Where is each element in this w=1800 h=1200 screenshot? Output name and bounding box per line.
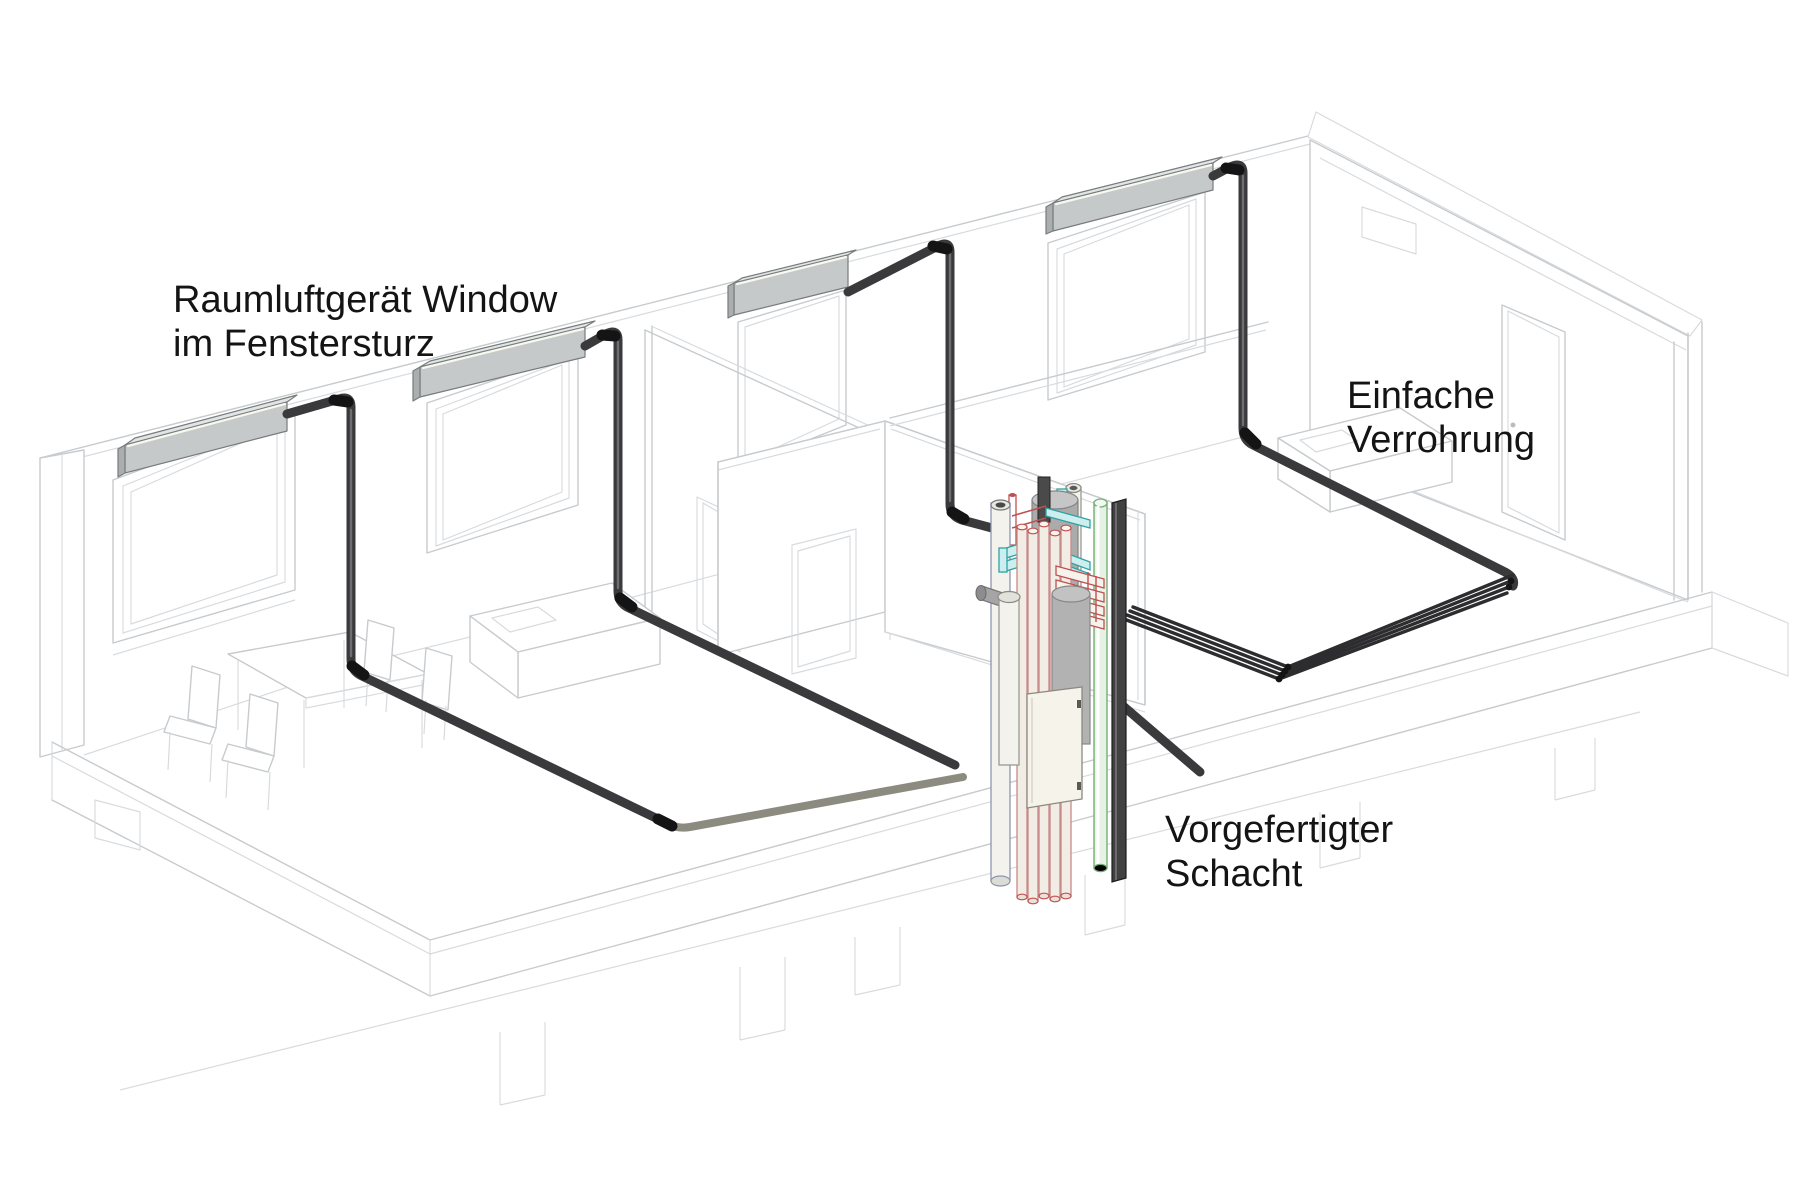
shaft bbox=[975, 476, 1127, 905]
window-unit-4 bbox=[1045, 156, 1223, 235]
window-unit-1 bbox=[117, 394, 298, 478]
label-piping-line1: Einfache bbox=[1347, 375, 1495, 417]
pipe-route-2 bbox=[580, 327, 960, 770]
window-4 bbox=[1047, 191, 1206, 401]
labels: Raumluftgerät Window im Fenstersturz Ein… bbox=[173, 279, 1535, 895]
pipe-route-4 bbox=[1117, 160, 1519, 777]
dining-chair bbox=[363, 619, 395, 713]
bed-middle-room bbox=[469, 582, 661, 699]
slab-left-foot bbox=[94, 799, 141, 851]
pipe-route-1 bbox=[282, 393, 967, 832]
right-wall-top-band bbox=[1307, 111, 1703, 337]
window-unit-2 bbox=[412, 320, 596, 402]
right-wall-inner-top bbox=[1319, 157, 1687, 351]
shaft-red-stub bbox=[1008, 493, 1017, 546]
pipe-route-1-floor-run bbox=[664, 773, 967, 832]
substructure-pillars bbox=[119, 711, 1641, 1106]
label-window-unit-line1: Raumluftgerät Window bbox=[173, 279, 558, 321]
dining-chair bbox=[221, 693, 279, 811]
floor-slab bbox=[51, 591, 1789, 997]
label-shaft-line2: Schacht bbox=[1165, 853, 1303, 895]
shaft-green-pipe bbox=[1093, 498, 1108, 873]
label-shaft-line1: Vorgefertigter bbox=[1165, 809, 1393, 851]
pipe-floor-drop bbox=[1117, 700, 1205, 777]
dining-chair bbox=[163, 665, 221, 783]
window-unit-3 bbox=[727, 249, 857, 319]
shaft-panel-box bbox=[1026, 686, 1083, 809]
pipe-route-3 bbox=[843, 239, 997, 533]
slab-right-corner bbox=[1711, 591, 1789, 677]
dining-chair bbox=[421, 647, 453, 741]
shaft-dark-duct bbox=[1111, 498, 1127, 883]
right-corner-edges bbox=[1673, 321, 1703, 601]
shaft-capped-pipe bbox=[997, 590, 1021, 766]
pipe-bundle bbox=[1122, 573, 1515, 683]
label-window-unit-line2: im Fenstersturz bbox=[173, 323, 435, 365]
label-piping-line2: Verrohrung bbox=[1347, 419, 1535, 461]
wall-cabinet-outline bbox=[1361, 206, 1417, 255]
door-right-wall bbox=[1501, 304, 1566, 541]
door-hall-wall bbox=[791, 528, 857, 675]
